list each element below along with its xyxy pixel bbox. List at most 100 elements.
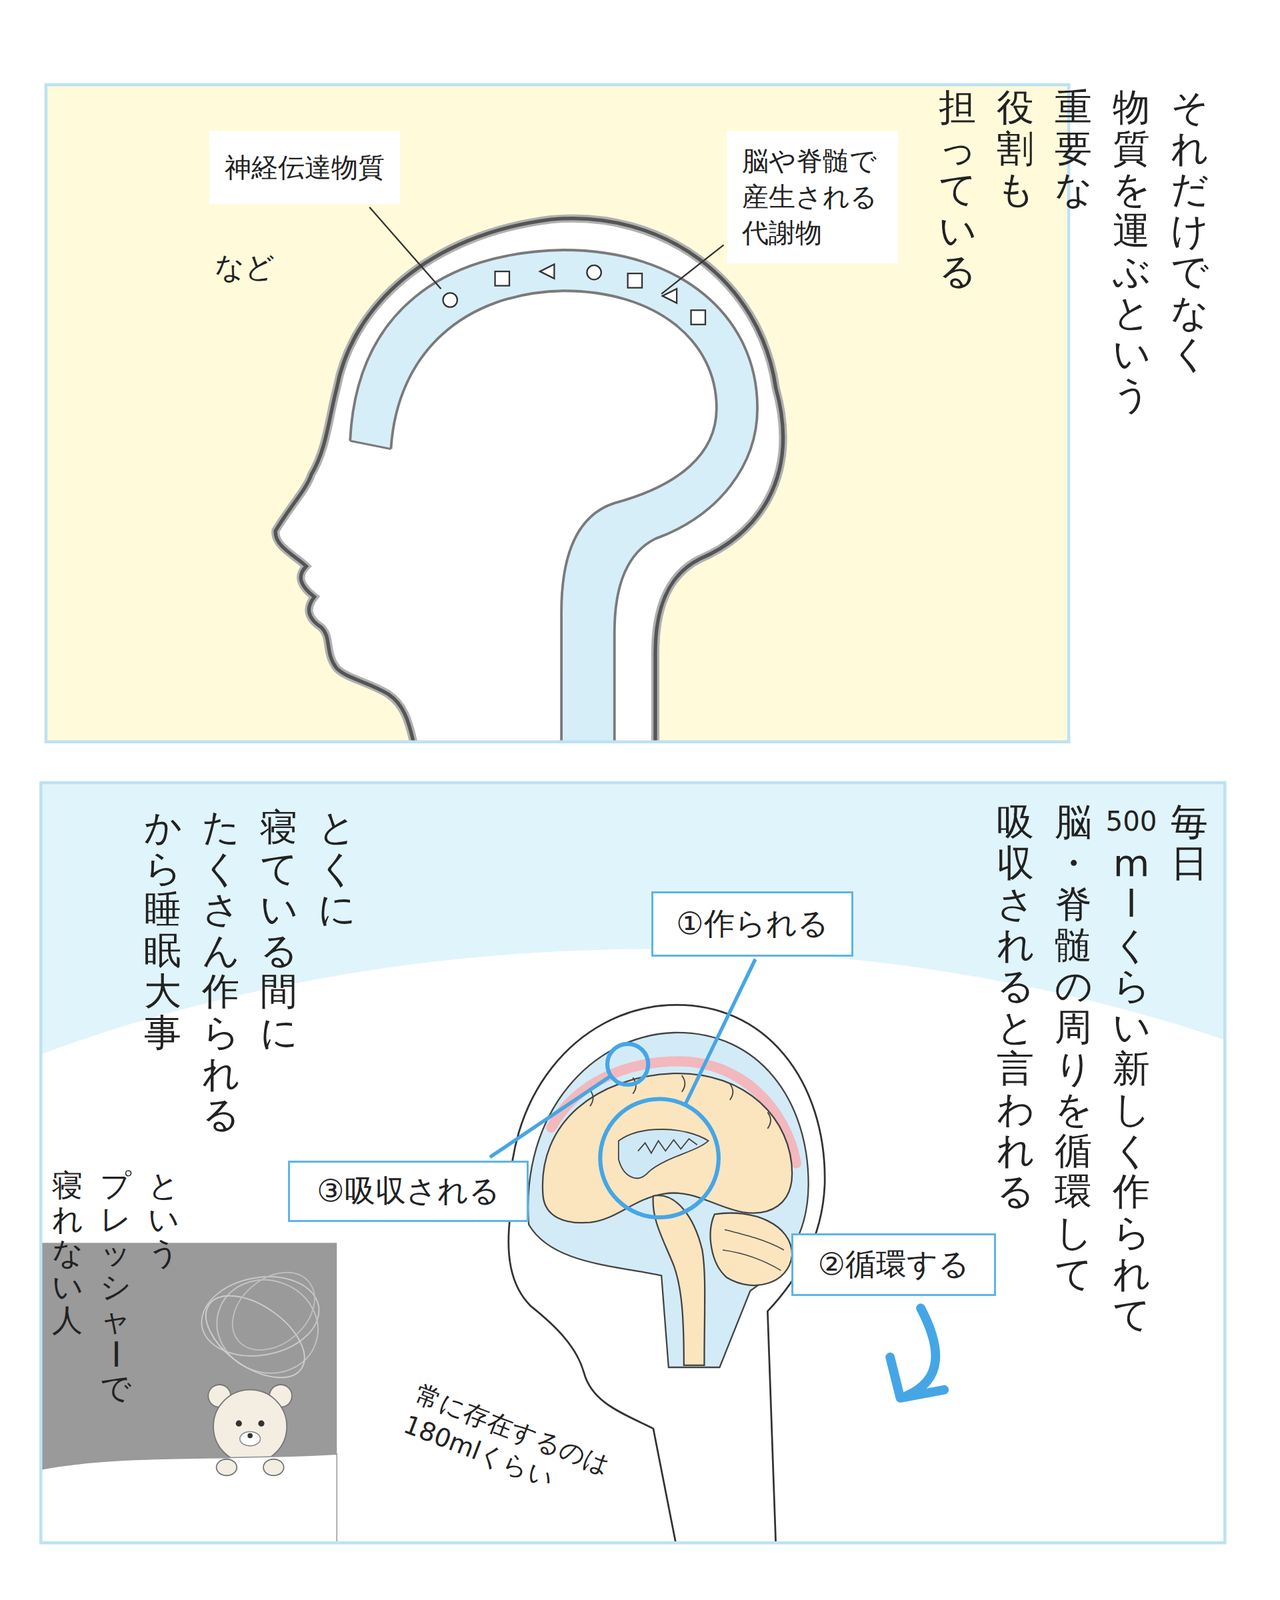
- text-char: け: [1170, 210, 1208, 252]
- brainstem: [653, 1195, 706, 1366]
- text-char: 役: [996, 86, 1034, 128]
- text-char: 作: [202, 970, 240, 1012]
- head-figure: [275, 218, 783, 742]
- text-char: 作: [1112, 1170, 1150, 1212]
- focus-circle: [600, 1098, 719, 1218]
- text-char: 言: [996, 1048, 1034, 1090]
- head-outline: [275, 218, 783, 742]
- bear-paw: [216, 1459, 238, 1476]
- text-char: 寝: [52, 1168, 83, 1203]
- text-char: る: [202, 1094, 240, 1136]
- triangle-symbol: [540, 264, 554, 278]
- text-char: て: [260, 848, 298, 890]
- text-char: 500: [1112, 801, 1150, 843]
- text-char: く: [318, 848, 356, 890]
- box-text: ①作られる: [676, 905, 828, 942]
- text-char: 間: [260, 970, 298, 1012]
- box-text: ②循環する: [818, 1246, 970, 1283]
- text-column: プレッシャーで: [100, 1168, 131, 1405]
- head-fill: [275, 218, 783, 742]
- text-digits: 500: [1106, 807, 1158, 837]
- circle-symbol: [586, 265, 601, 280]
- text-char: l: [1112, 883, 1150, 925]
- text-char: と: [996, 1006, 1034, 1048]
- text-char: れ: [202, 1053, 240, 1095]
- leader-line: [661, 244, 724, 294]
- text-char: プ: [100, 1168, 131, 1203]
- text-char: 髄: [1054, 924, 1092, 966]
- text-char: を: [1112, 168, 1150, 210]
- panel-ground: [46, 84, 1069, 742]
- step-box: ①作られる: [651, 891, 854, 957]
- text-char: れ: [1112, 1253, 1150, 1295]
- band-outline: [350, 440, 391, 449]
- text-char: る: [260, 930, 298, 972]
- text-column: 脳・脊髄の周りを循環して: [1054, 801, 1092, 1294]
- caption-text: とくに 寝ている間に たくさん作られる から睡眠大事: [144, 806, 356, 1136]
- text-char: る: [996, 1170, 1034, 1212]
- text-char: 睡: [144, 888, 182, 930]
- bear-muzzle: [240, 1431, 261, 1446]
- text-char: ・: [1054, 842, 1092, 884]
- leader-line: [684, 959, 756, 1106]
- arrow-head: [890, 1357, 944, 1398]
- text-char: か: [144, 806, 182, 848]
- text-char: ら: [202, 1012, 240, 1054]
- text-char: 循: [1054, 1130, 1092, 1172]
- text-char: さ: [202, 888, 240, 930]
- text-char: ら: [1112, 1212, 1150, 1254]
- text-char: だ: [1170, 168, 1208, 210]
- box-text: 神経伝達物質: [224, 151, 385, 184]
- step-box: ③吸収される: [288, 1160, 529, 1222]
- note-box: 脳や脊髄で 産生される 代謝物: [726, 130, 898, 264]
- text-char: 重: [1054, 86, 1092, 128]
- band-outline: [390, 290, 716, 742]
- step-box: ②循環する: [791, 1233, 997, 1297]
- cerebellum: [710, 1213, 792, 1286]
- text-char: を: [1054, 1088, 1092, 1130]
- text-column: 毎日: [1170, 801, 1208, 884]
- white-ground: [40, 948, 1225, 1543]
- text-char: と: [148, 1168, 179, 1203]
- text-char: 運: [1112, 210, 1150, 252]
- caption-text: という プレッシャーで 寝れない人: [52, 1168, 179, 1405]
- text-char: ー: [98, 1338, 133, 1370]
- bear-eye: [258, 1420, 264, 1427]
- text-char: く: [1112, 1130, 1150, 1172]
- text-char: 眠: [144, 930, 182, 972]
- circle-symbol: [442, 292, 457, 307]
- box-text: ③吸収される: [316, 1172, 500, 1210]
- text-char: 寝: [260, 806, 298, 848]
- text-char: な: [52, 1236, 83, 1270]
- scribble: [217, 1256, 330, 1366]
- blanket: [40, 1454, 337, 1543]
- text-char: レ: [100, 1202, 131, 1237]
- text-char: く: [1170, 333, 1208, 375]
- text-char: た: [202, 806, 240, 848]
- text-column: 物質を運ぶという: [1112, 86, 1150, 416]
- text-char: る: [938, 250, 976, 292]
- text-char: で: [1170, 250, 1208, 292]
- text-char: っ: [938, 128, 976, 170]
- text-char: な: [1054, 168, 1092, 210]
- text-char: 担: [938, 86, 976, 128]
- text-char: に: [260, 1012, 298, 1054]
- leader-line: [490, 1075, 612, 1157]
- flow-arrow: [906, 1308, 936, 1396]
- text-column: から睡眠大事: [144, 806, 182, 1054]
- text-char: く: [1112, 924, 1150, 966]
- text-column: という: [148, 1168, 179, 1270]
- text-char: 周: [1054, 1006, 1092, 1048]
- text-char: い: [52, 1270, 83, 1304]
- text-char: ッ: [100, 1236, 131, 1270]
- text-char: 環: [1054, 1170, 1092, 1212]
- square-symbol: [495, 271, 510, 286]
- text-char: 事: [144, 1012, 182, 1054]
- text-char: 大: [144, 970, 182, 1012]
- text-column: たくさん作られる: [202, 806, 240, 1136]
- text-char: 新: [1112, 1048, 1150, 1090]
- text-char: ャ: [100, 1303, 131, 1338]
- square-symbol: [628, 273, 642, 288]
- text-char: て: [1054, 1253, 1092, 1295]
- text-column: 寝ている間に: [260, 806, 298, 1054]
